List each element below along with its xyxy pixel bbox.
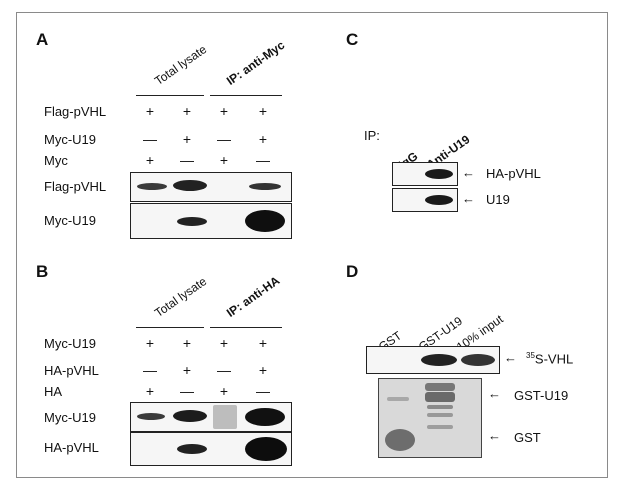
panel-a-sign: —: [180, 152, 194, 168]
panel-b-sign: —: [256, 383, 270, 399]
panel-a-sign: —: [256, 152, 270, 168]
panel-a-sign: +: [219, 103, 229, 119]
band: [249, 183, 281, 190]
band: [425, 195, 453, 205]
panel-a-label: A: [36, 30, 49, 49]
band: [177, 217, 207, 226]
panel-b-sign: +: [145, 335, 155, 351]
panel-b-sign: —: [217, 362, 231, 378]
panel-d-blot-35s-vhl: [366, 346, 500, 374]
panel-c-band-label: U19: [486, 192, 510, 207]
panel-a-blot-label: Flag-pVHL: [44, 179, 107, 194]
panel-b-sign: +: [258, 362, 268, 378]
band: [173, 410, 207, 422]
panel-b-sign: +: [258, 335, 268, 351]
panel-a-sign: +: [182, 131, 192, 147]
panel-b-group-line-right: [210, 327, 282, 328]
panel-a-group-line-right: [210, 95, 282, 96]
panel-b-sign: —: [143, 362, 157, 378]
band: [177, 444, 207, 454]
panel-b-group-line-left: [136, 327, 204, 328]
panel-d-coomassie-gel: [378, 378, 482, 458]
panel-d-gel-band-label: GST-U19: [514, 388, 569, 403]
panel-b-sign: —: [180, 383, 194, 399]
panel-b-sign: +: [182, 335, 192, 351]
panel-a-row-label: Myc-U19: [44, 132, 97, 147]
panel-b-row-label: HA-pVHL: [44, 363, 99, 378]
panel-a-sign: +: [258, 103, 268, 119]
arrow-left-icon: ←: [462, 165, 475, 180]
band: [427, 405, 453, 409]
panel-a-sign: +: [258, 131, 268, 147]
arrow-left-icon: ←: [504, 350, 517, 365]
band: [245, 210, 285, 232]
panel-c-ip-label: IP:: [364, 128, 380, 143]
panel-b-sign: +: [182, 362, 192, 378]
panel-b-blot-ha-pvhl: [130, 432, 292, 466]
panel-c-band-label: HA-pVHL: [486, 166, 541, 181]
panel-b-row-label: Myc-U19: [44, 336, 97, 351]
band: [427, 413, 453, 417]
panel-a-row-label: Myc: [44, 153, 68, 168]
band: [421, 354, 457, 366]
figure-frame: [16, 12, 608, 478]
band: [425, 169, 453, 179]
panel-b-sign: +: [219, 383, 229, 399]
panel-b-sign: +: [145, 383, 155, 399]
band: [245, 408, 285, 426]
panel-b-label: B: [36, 262, 49, 281]
arrow-left-icon: ←: [488, 386, 501, 401]
band: [213, 405, 237, 429]
panel-c-label: C: [346, 30, 359, 49]
band: [427, 425, 453, 429]
panel-a-blot-label: Myc-U19: [44, 213, 97, 228]
panel-a-sign: —: [217, 131, 231, 147]
panel-a-sign: +: [182, 103, 192, 119]
panel-a-group-line-left: [136, 95, 204, 96]
panel-d-gel-band-label: GST: [514, 430, 541, 445]
panel-a-row-label: Flag-pVHL: [44, 104, 107, 119]
panel-a-blot-myc-u19: [130, 203, 292, 239]
band: [385, 429, 415, 451]
band: [461, 354, 495, 366]
panel-b-row-label: HA: [44, 384, 63, 399]
band: [137, 183, 167, 190]
arrow-left-icon: ←: [488, 428, 501, 443]
panel-c-blot-u19: [392, 188, 458, 212]
panel-a-sign: +: [145, 103, 155, 119]
panel-a-sign: +: [145, 152, 155, 168]
panel-a-sign: —: [143, 131, 157, 147]
panel-d-label: D: [346, 262, 359, 281]
panel-b-blot-myc-u19: [130, 402, 292, 432]
panel-b-blot-label: HA-pVHL: [44, 440, 99, 455]
panel-d-band-label-35s-vhl: 35S-VHL: [526, 351, 574, 367]
band: [387, 397, 409, 401]
panel-b-sign: +: [219, 335, 229, 351]
band: [245, 437, 287, 461]
arrow-left-icon: ←: [462, 191, 475, 206]
band: [173, 180, 207, 191]
panel-a-sign: +: [219, 152, 229, 168]
panel-a-blot-flag-pvhl: [130, 172, 292, 202]
band: [425, 392, 455, 402]
band: [425, 383, 455, 391]
band: [137, 413, 165, 420]
panel-b-blot-label: Myc-U19: [44, 410, 97, 425]
panel-c-blot-ha-pvhl: [392, 162, 458, 186]
